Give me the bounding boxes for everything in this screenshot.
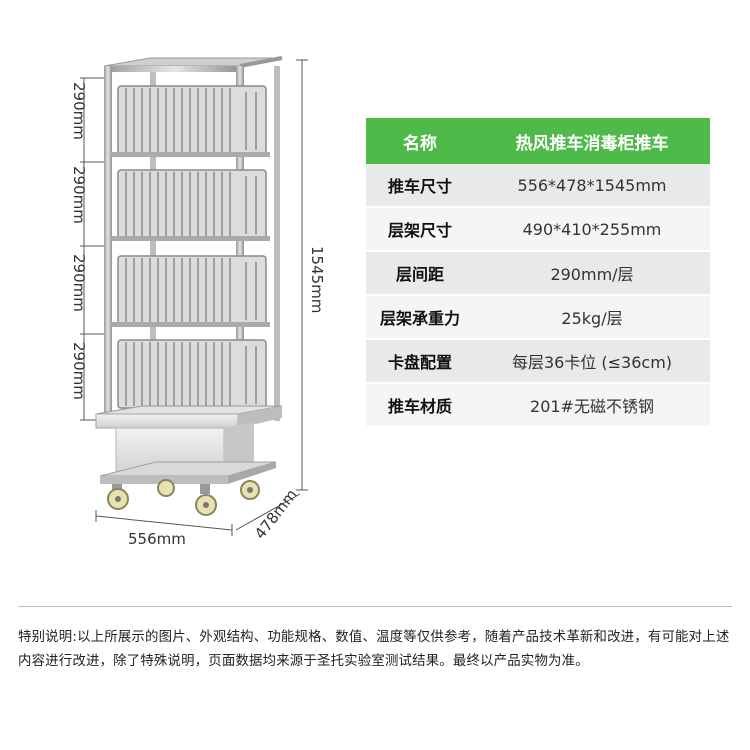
spec-table: 名称 热风推车消毒柜推车 推车尺寸 556*478*1545mm 层架尺寸 49… bbox=[366, 118, 710, 428]
divider bbox=[18, 606, 732, 607]
row-label: 层架承重力 bbox=[366, 296, 474, 340]
disclaimer-text: 特别说明:以上所展示的图片、外观结构、功能规格、数值、温度等仅供参考，随着产品技… bbox=[18, 630, 730, 669]
height-dimension-line bbox=[296, 59, 308, 491]
trolley-illustration: 290mm 290mm 290mm 290mm 1545mm 556mm 478… bbox=[70, 56, 326, 548]
basket-tier-3 bbox=[110, 255, 270, 327]
table-row: 层间距 290mm/层 bbox=[366, 252, 710, 296]
table-row: 推车材质 201#无磁不锈钢 bbox=[366, 384, 710, 428]
total-height-dim: 1545mm bbox=[308, 246, 326, 313]
row-value: 556*478*1545mm bbox=[474, 164, 710, 208]
tier-dim-4: 290mm bbox=[70, 342, 88, 400]
width-dim: 556mm bbox=[128, 530, 186, 548]
trolley-base bbox=[95, 405, 283, 484]
trolley-frame bbox=[103, 56, 283, 422]
tier-dim-2: 290mm bbox=[70, 166, 88, 224]
table-row: 层架尺寸 490*410*255mm bbox=[366, 208, 710, 252]
left-dimension-lines bbox=[80, 77, 110, 421]
row-value: 25kg/层 bbox=[474, 296, 710, 340]
row-label: 层架尺寸 bbox=[366, 208, 474, 252]
row-value: 290mm/层 bbox=[474, 252, 710, 296]
caster-wheels bbox=[107, 479, 260, 516]
row-value: 490*410*255mm bbox=[474, 208, 710, 252]
row-value: 每层36卡位 (≤36cm) bbox=[474, 340, 710, 384]
row-label: 推车材质 bbox=[366, 384, 474, 428]
row-label: 层间距 bbox=[366, 252, 474, 296]
header-label: 名称 bbox=[366, 118, 474, 164]
table-row: 层架承重力 25kg/层 bbox=[366, 296, 710, 340]
tier-dim-1: 290mm bbox=[70, 82, 88, 140]
tier-dim-3: 290mm bbox=[70, 254, 88, 312]
basket-tier-4 bbox=[117, 339, 267, 409]
row-value: 201#无磁不锈钢 bbox=[474, 384, 710, 428]
row-label: 推车尺寸 bbox=[366, 164, 474, 208]
row-label: 卡盘配置 bbox=[366, 340, 474, 384]
basket-tier-1 bbox=[110, 85, 270, 157]
table-row: 卡盘配置 每层36卡位 (≤36cm) bbox=[366, 340, 710, 384]
base-dimension-lines bbox=[95, 493, 301, 536]
table-row: 推车尺寸 556*478*1545mm bbox=[366, 164, 710, 208]
header-value: 热风推车消毒柜推车 bbox=[474, 118, 710, 164]
spec-table-header: 名称 热风推车消毒柜推车 bbox=[366, 118, 710, 164]
basket-tier-2 bbox=[110, 169, 270, 241]
